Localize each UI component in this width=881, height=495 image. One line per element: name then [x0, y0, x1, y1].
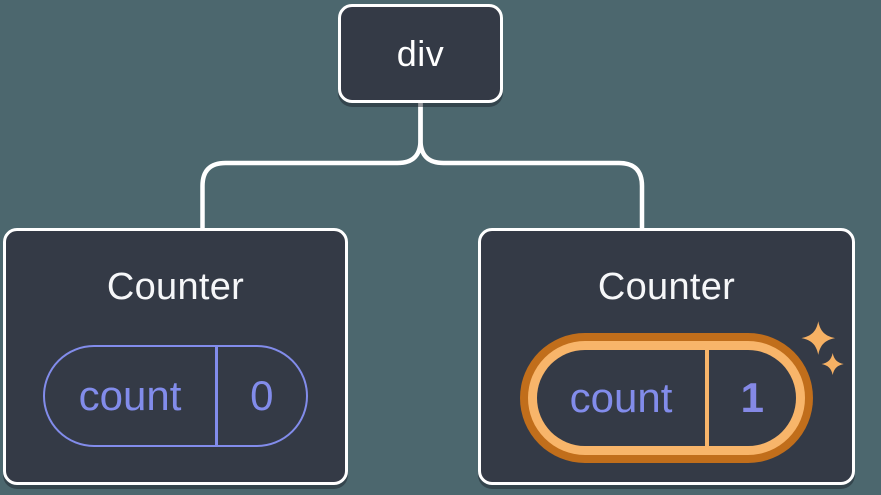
state-value: 0 — [250, 371, 274, 419]
state-key-label: count — [569, 373, 673, 421]
root-node-label: div — [396, 32, 445, 74]
pill-divider — [705, 349, 709, 446]
state-pill-highlight-inner-ring: count 1 — [528, 340, 805, 455]
tree-edge-right — [418, 103, 645, 229]
sparkle-large-icon — [801, 321, 836, 355]
sparkles-icon — [801, 321, 844, 376]
counter-title: Counter — [597, 266, 736, 308]
sparkle-small-icon — [821, 352, 844, 376]
counter-node-left: Counter count 0 — [3, 228, 348, 485]
tree-edge-left — [200, 103, 423, 229]
counter-title: Counter — [106, 266, 245, 308]
state-value: 1 — [740, 373, 764, 421]
state-pill: count 1 — [537, 349, 796, 446]
root-node: div — [338, 4, 503, 103]
pill-divider — [215, 346, 218, 445]
state-pill: count 0 — [43, 344, 308, 447]
state-pill-highlight-ring: count 1 — [520, 332, 813, 463]
counter-node-right: Counter count 1 — [478, 228, 855, 485]
state-key-label: count — [78, 371, 182, 419]
